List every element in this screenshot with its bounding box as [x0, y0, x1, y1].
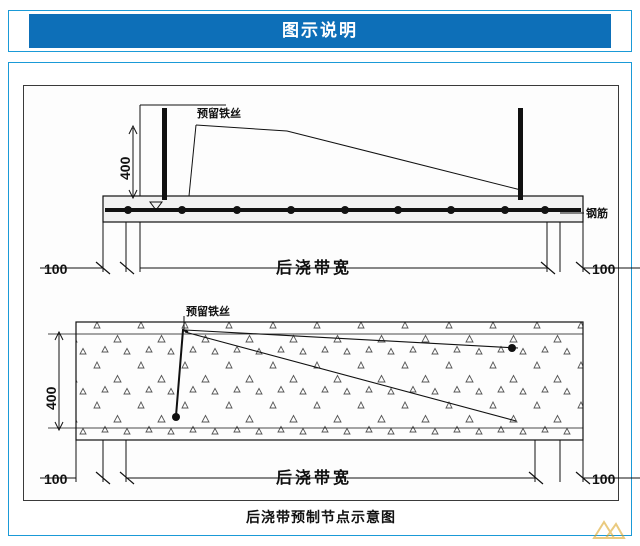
title-bar: 图示说明 [8, 10, 632, 52]
corner-watermark-icon [592, 520, 626, 539]
page-title: 图示说明 [29, 14, 611, 48]
diagram-caption: 后浇带预制节点示意图 [246, 509, 396, 525]
diagram-outer-frame: 后浇带预制节点示意图 [8, 62, 632, 536]
diagram-inner-frame [23, 85, 619, 501]
